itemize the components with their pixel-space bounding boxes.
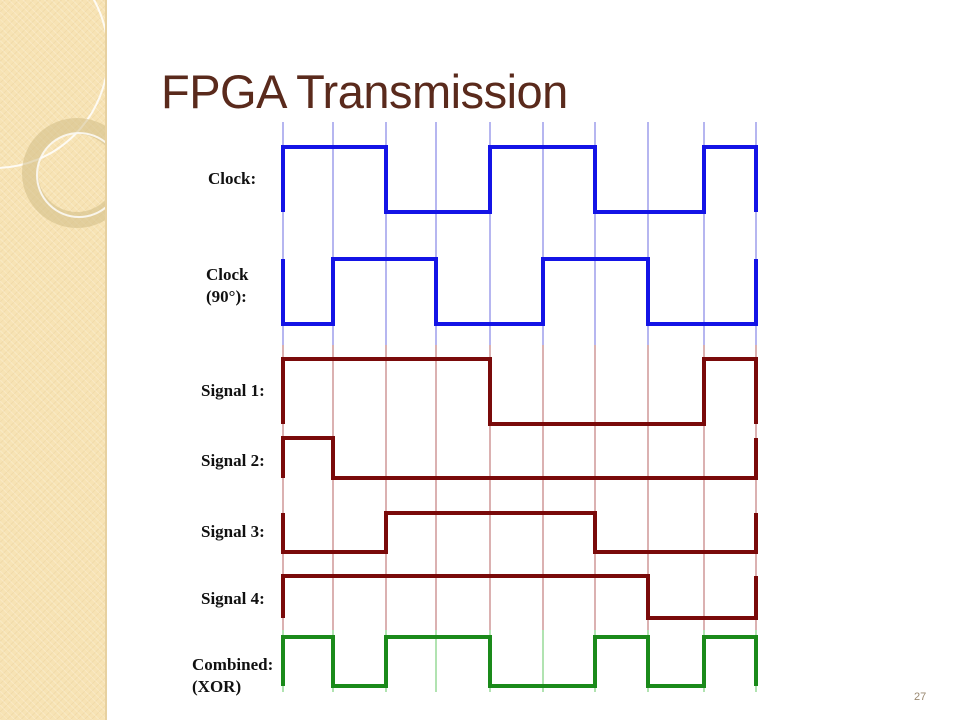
clock-label: Clock: (208, 169, 256, 188)
slide-number: 27 (914, 691, 927, 703)
signal3-waveform (281, 511, 758, 554)
signal2-label: Signal 2: (201, 451, 265, 470)
signal4-waveform (281, 574, 758, 620)
slide-title: FPGA Transmission (161, 65, 568, 118)
clock90-label: Clock (206, 265, 249, 284)
decorative-sidebar (0, 0, 106, 720)
signal4-label: Signal 4: (201, 589, 265, 608)
clock-waveform (281, 145, 758, 214)
signal3-label: Signal 3: (201, 522, 265, 541)
combined-label: Combined: (192, 655, 273, 674)
signal1-waveform (281, 357, 758, 426)
combined-label: (XOR) (192, 677, 241, 696)
decorative-ring-small-inner (36, 132, 106, 218)
clock90-waveform (281, 257, 758, 326)
sidebar-edge (105, 0, 107, 720)
clock90-label: (90°): (206, 287, 247, 306)
signal2-waveform (281, 436, 758, 480)
signal1-label: Signal 1: (201, 381, 265, 400)
combined-waveform (281, 635, 758, 688)
